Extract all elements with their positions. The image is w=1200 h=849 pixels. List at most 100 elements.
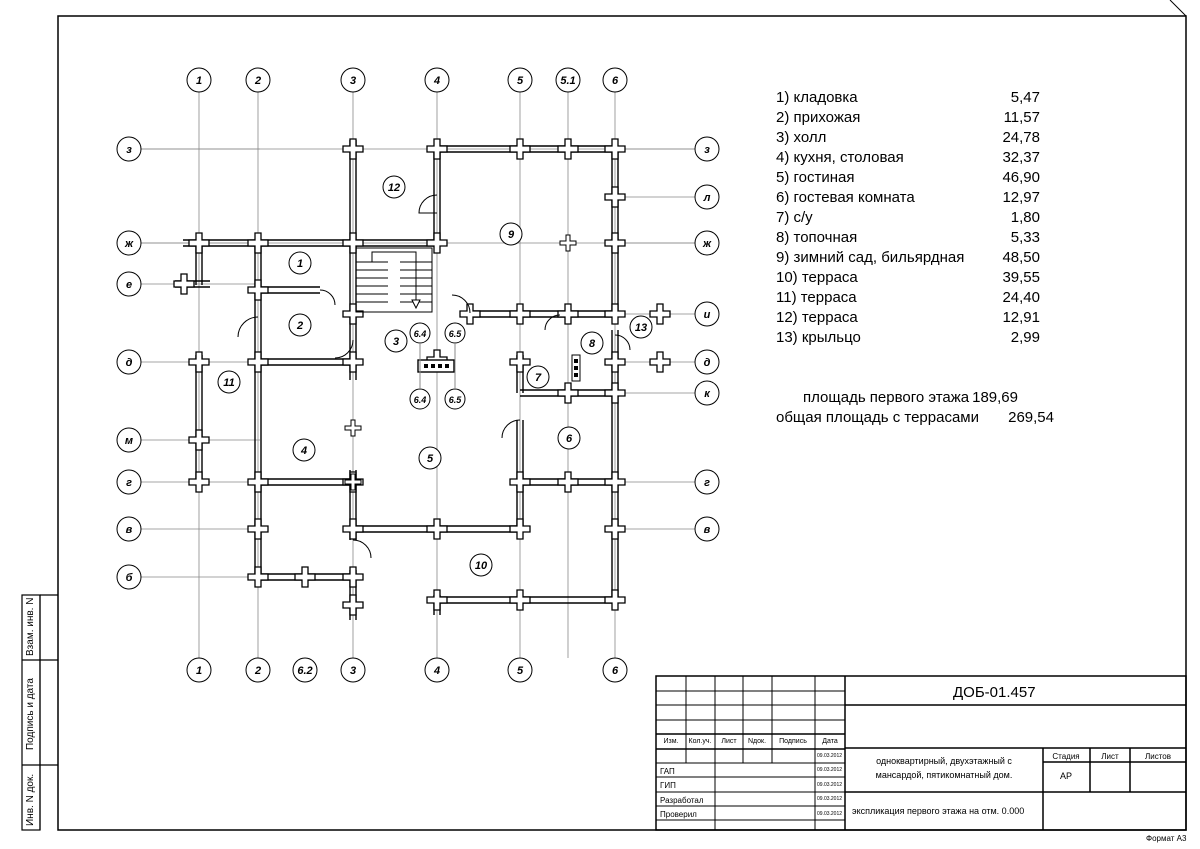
room-tag-label: 8 [589,338,596,350]
stair-arrowhead [411,299,421,310]
log-corner [188,429,210,451]
boiler-part [574,359,578,363]
door-swing [334,339,354,359]
room-tag-circle [629,315,653,339]
axis-label: л [703,192,711,204]
axis-label: 2 [254,75,261,87]
axis-bubble-top: 6 [602,67,628,93]
log-corner [557,138,579,160]
axis-circle [245,657,271,683]
axis-circle [186,67,212,93]
stage-value: АР [1059,771,1073,781]
log-corner [342,518,364,540]
log-corner [604,518,626,540]
axis-circle [602,67,628,93]
room-tag-circle [580,331,604,355]
axis-circle [694,516,720,542]
log-corner [604,138,626,160]
room-tag-12: 12 [382,175,406,199]
fireplace [417,359,455,373]
room-tag-label: 5 [427,453,434,465]
axis-bubble-top: 1 [186,67,212,93]
room-tag-circle [499,222,523,246]
col-list: Лист [721,738,737,745]
axis-label: е [126,279,132,291]
room-tag-4: 4 [292,438,316,462]
axis-label: 2 [254,665,261,677]
log-corner [459,303,481,325]
stage-header: Стадия [1052,752,1080,761]
log-corner [342,594,364,616]
axis-circle [116,427,142,453]
door-swing [451,294,471,314]
role-gap: ГАП [660,767,675,776]
date-2: 09.03.2012 [817,767,843,773]
axis-label: 1 [196,75,202,87]
axis-circle [694,184,720,210]
explication-value: 32,37 [1002,149,1040,166]
axis-label: б [126,572,134,584]
room-tag-circle [418,446,442,470]
explication-value: 39,55 [1002,269,1040,286]
explication-value: 5,47 [1010,89,1040,106]
room-tag-13: 13 [629,315,653,339]
log-corner [509,518,531,540]
axis-bubble-right: д [694,349,720,375]
log-corner [604,232,626,254]
door-swing [352,539,372,559]
door-swing [614,334,631,351]
axis-label: м [125,435,133,447]
axis-circle [116,516,142,542]
axis-circle [340,657,366,683]
explication-value: 48,50 [1002,249,1040,266]
log-corner [247,232,269,254]
axis-bubble-bottom: 2 [245,657,271,683]
room-tag-circle [288,313,312,337]
axis-bubble-left: е [116,271,142,297]
axis-circle [340,67,366,93]
explication-label: 9) зимний сад, бильярдная [776,249,965,266]
total-label: общая площадь с террасами [776,409,979,426]
explication-label: 1) кладовка [776,89,858,106]
log-corner [649,351,671,373]
axis-label: д [704,357,711,369]
log-corner [509,138,531,160]
axis-bubble-top: 2 [245,67,271,93]
log-corner [188,471,210,493]
room-tag-circle [382,175,406,199]
axis-label: 6.2 [297,665,312,677]
room-tag-label: 9 [508,229,515,241]
room-tag-6: 6 [557,426,581,450]
axis-label: з [704,144,710,156]
log-corner [604,589,626,611]
explication-row: 9) зимний сад, бильярдная 48,50 [776,248,1066,268]
explication-value: 11,57 [1003,109,1040,126]
room-tag-circle [526,365,550,389]
room-tag-1: 1 [288,251,312,275]
log-corner [426,138,448,160]
log-corner [604,303,626,325]
col-izm: Изм. [663,738,679,745]
aux-tag-label: 6.5 [449,395,463,405]
col-date: Дата [822,738,838,745]
log-corner [247,351,269,373]
door-swing [544,314,561,331]
log-corner [604,351,626,373]
room-tag-8: 8 [580,331,604,355]
axis-bubble-top: 5.1 [555,67,581,93]
explication-label: 10) терраса [776,269,858,286]
axis-bubble-right: з [694,136,720,162]
axis-circle [694,301,720,327]
explication-value: 12,91 [1002,309,1040,326]
side-label-vzam: Взам. инв. N [25,597,36,656]
log-corner [247,518,269,540]
log-corner [509,471,531,493]
room-tag-circle [288,251,312,275]
door-swing [319,289,336,306]
explication-label: 3) холл [776,129,827,146]
